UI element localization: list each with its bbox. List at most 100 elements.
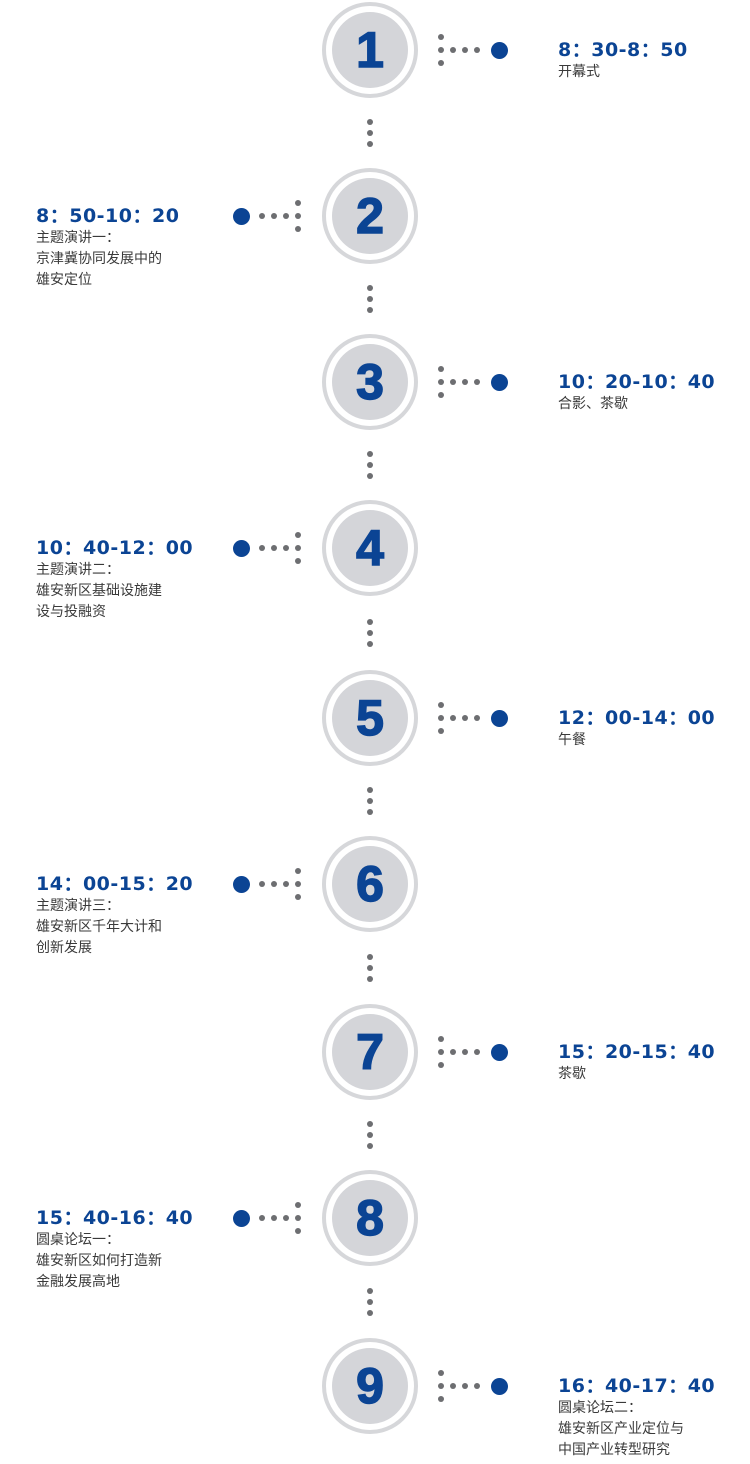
item-time: 10：20-10：40 <box>558 371 716 393</box>
connector-dot <box>367 119 373 125</box>
item-time: 16：40-17：40 <box>558 1375 716 1397</box>
connector-dot <box>271 881 277 887</box>
step-circle: 1 <box>322 2 418 98</box>
connector-dot <box>367 473 373 479</box>
item-description-line: 雄安新区基础设施建 <box>36 583 162 599</box>
connector-dot <box>271 213 277 219</box>
connector-dot <box>438 728 444 734</box>
marker-dot <box>232 207 250 225</box>
step-circle-inner: 1 <box>332 12 408 88</box>
connector-dot <box>295 558 301 564</box>
connector-dot <box>295 894 301 900</box>
connector-dot <box>367 798 373 804</box>
connector-dot <box>367 809 373 815</box>
connector-dot <box>367 296 373 302</box>
connector-dot <box>438 1036 444 1042</box>
item-description-line: 圆桌论坛一： <box>36 1232 120 1248</box>
connector-dot <box>295 545 301 551</box>
connector-dot <box>367 285 373 291</box>
step-circle-inner: 4 <box>332 510 408 586</box>
connector-dot <box>367 630 373 636</box>
item-description-line: 圆桌论坛二： <box>558 1400 642 1416</box>
connector-dot <box>438 1370 444 1376</box>
item-description-line: 创新发展 <box>36 940 92 956</box>
connector-dot <box>367 1299 373 1305</box>
connector-dot <box>271 1215 277 1221</box>
connector-dot <box>438 34 444 40</box>
item-time: 14：00-15：20 <box>36 873 194 895</box>
connector-dot <box>295 1228 301 1234</box>
step-circle: 8 <box>322 1170 418 1266</box>
connector-dot <box>438 1383 444 1389</box>
item-description-line: 雄安定位 <box>36 272 92 288</box>
connector-dot <box>462 715 468 721</box>
item-description-line: 雄安新区如何打造新 <box>36 1253 162 1269</box>
item-description-line: 京津冀协同发展中的 <box>36 251 162 267</box>
connector-dot <box>295 226 301 232</box>
connector-dot <box>259 881 265 887</box>
connector-dot <box>438 47 444 53</box>
item-text: 16：40-17：40 圆桌论坛二： 雄安新区产业定位与中国产业转型研究 <box>558 1374 748 1461</box>
connector-dot <box>367 1143 373 1149</box>
item-description-line: 开幕式 <box>558 64 600 80</box>
step-number: 2 <box>355 188 384 244</box>
item-description-line: 主题演讲二： <box>36 562 120 578</box>
connector-dot <box>462 1049 468 1055</box>
connector-dot <box>474 47 480 53</box>
connector-dot <box>450 715 456 721</box>
connector-dot <box>295 200 301 206</box>
step-circle: 3 <box>322 334 418 430</box>
connector-dot <box>283 1215 289 1221</box>
connector-dot <box>259 1215 265 1221</box>
item-time: 15：20-15：40 <box>558 1041 716 1063</box>
step-circle: 6 <box>322 836 418 932</box>
connector-dot <box>450 379 456 385</box>
connector-dot <box>283 213 289 219</box>
connector-dot <box>474 715 480 721</box>
item-description-line: 中国产业转型研究 <box>558 1442 670 1458</box>
step-number: 7 <box>355 1024 384 1080</box>
connector-dot <box>367 965 373 971</box>
connector-dot <box>259 545 265 551</box>
connector-dot <box>367 976 373 982</box>
step-number: 6 <box>355 856 384 912</box>
connector-dot <box>367 1132 373 1138</box>
connector-dot <box>438 1049 444 1055</box>
connector-dot <box>438 1396 444 1402</box>
connector-dot <box>367 451 373 457</box>
connector-dot <box>438 392 444 398</box>
item-description-line: 金融发展高地 <box>36 1274 120 1290</box>
item-time: 10：40-12：00 <box>36 537 194 559</box>
connector-dot <box>367 1310 373 1316</box>
connector-dot <box>367 1288 373 1294</box>
item-description-line: 雄安新区产业定位与 <box>558 1421 684 1437</box>
step-number: 5 <box>355 690 384 746</box>
connector-dot <box>271 545 277 551</box>
connector-dot <box>367 307 373 313</box>
item-time: 15：40-16：40 <box>36 1207 194 1229</box>
connector-dot <box>259 213 265 219</box>
item-time: 8：50-10：20 <box>36 205 180 227</box>
step-circle: 5 <box>322 670 418 766</box>
connector-dot <box>367 462 373 468</box>
connector-dot <box>462 1383 468 1389</box>
connector-dot <box>367 641 373 647</box>
connector-dot <box>367 130 373 136</box>
step-circle-inner: 2 <box>332 178 408 254</box>
step-circle-inner: 5 <box>332 680 408 756</box>
item-description-line: 设与投融资 <box>36 604 106 620</box>
connector-dot <box>295 868 301 874</box>
connector-dot <box>474 1383 480 1389</box>
item-description-line: 合影、茶歇 <box>558 396 628 412</box>
item-description-line: 午餐 <box>558 732 586 748</box>
item-time: 8：30-8：50 <box>558 39 688 61</box>
item-description-line: 雄安新区千年大计和 <box>36 919 162 935</box>
step-circle: 2 <box>322 168 418 264</box>
connector-dot <box>438 702 444 708</box>
connector-dot <box>474 379 480 385</box>
connector-dot <box>438 366 444 372</box>
connector-dot <box>474 1049 480 1055</box>
marker-dot <box>490 41 508 59</box>
